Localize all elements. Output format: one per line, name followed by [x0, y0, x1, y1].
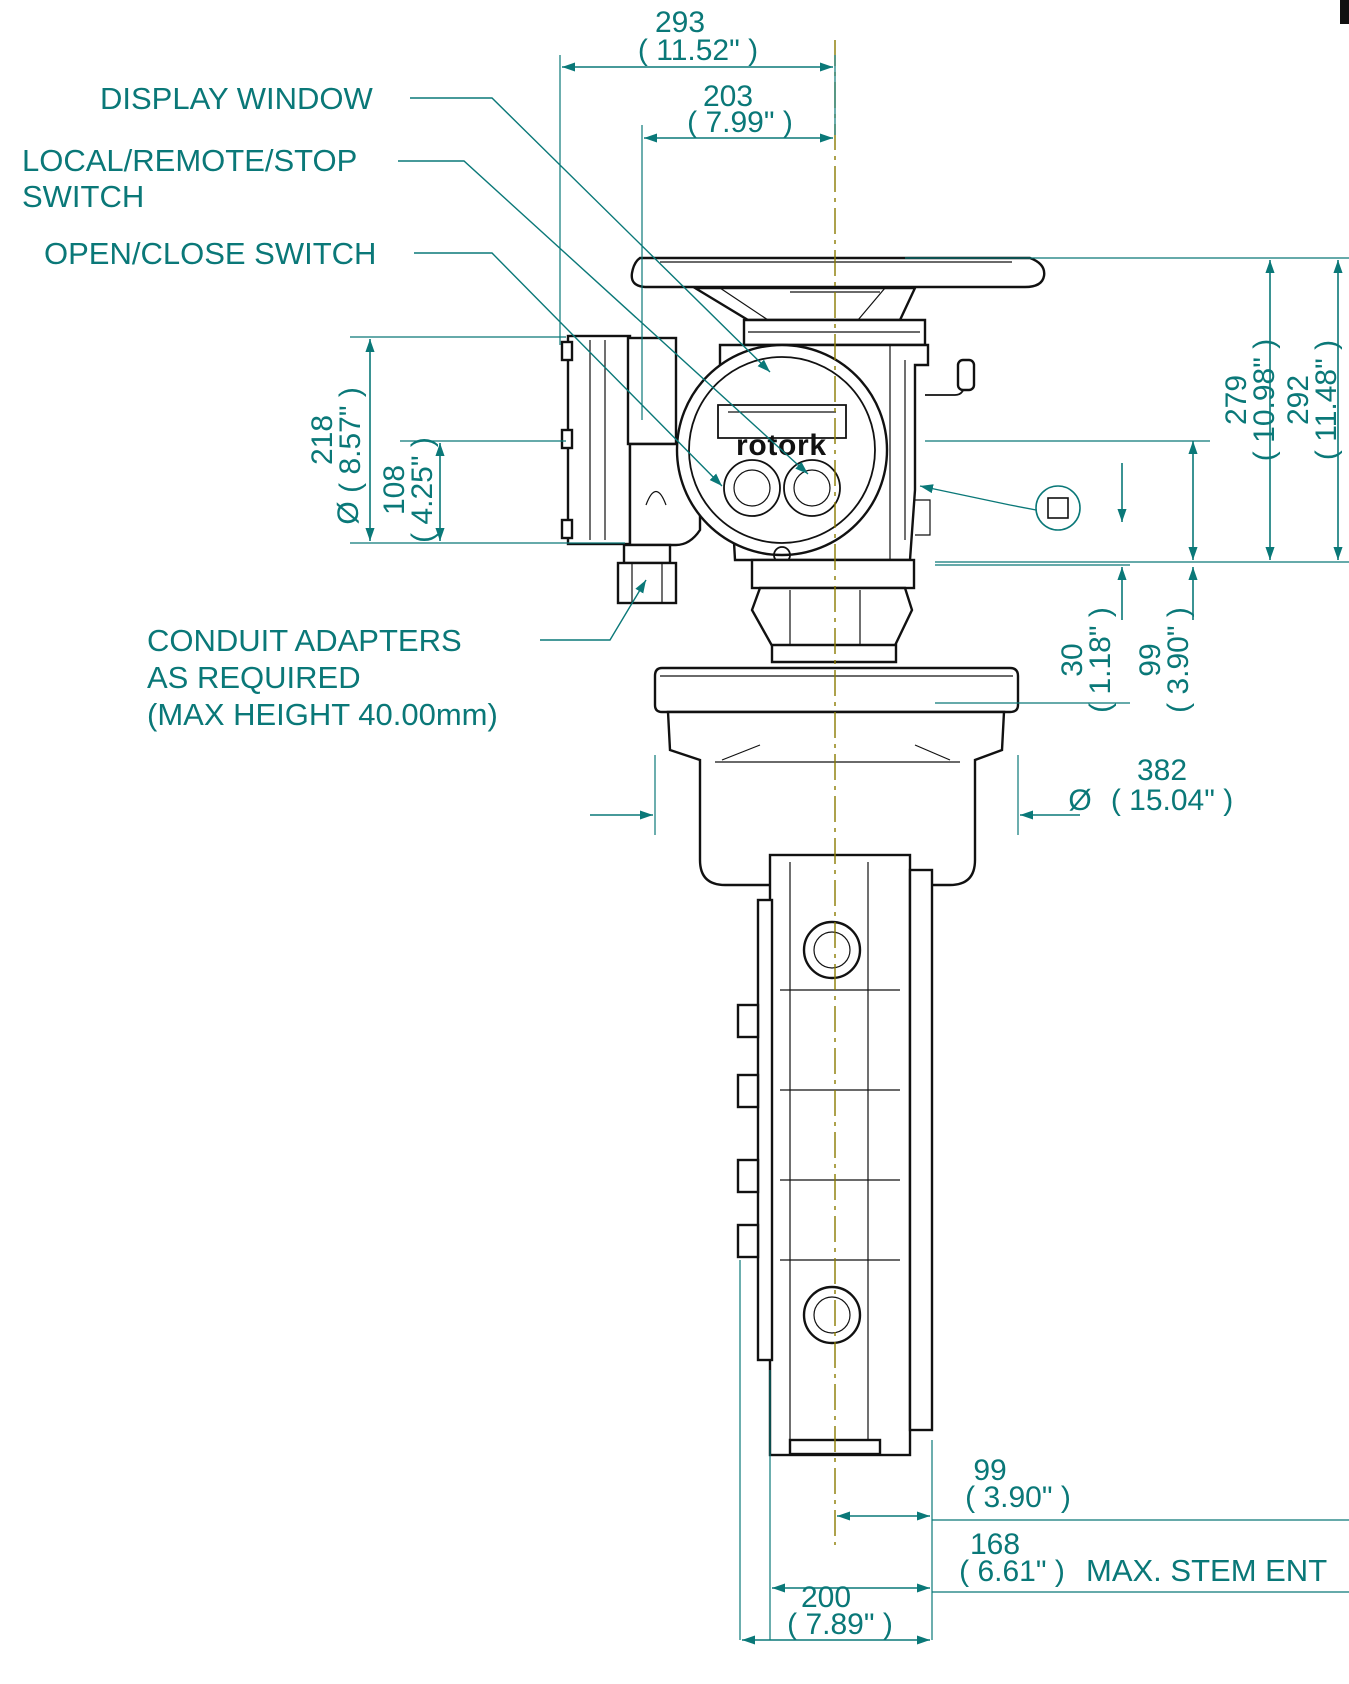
dim-218-mm: 218 [306, 415, 339, 465]
dim-108-mm: 108 [378, 465, 411, 515]
dim-30-mm: 30 [1056, 643, 1089, 676]
diameter-icon: Ø [332, 501, 365, 524]
dim-99v-in: ( 3.90" ) [1162, 607, 1195, 713]
dim-200-in: ( 7.89" ) [787, 1608, 893, 1641]
conduit-adapter [616, 543, 678, 605]
label-conduit-as-required: AS REQUIRED [147, 660, 361, 695]
label-conduit-max-height: (MAX HEIGHT 40.00mm) [147, 697, 498, 732]
actuator-body: rotork [560, 256, 1046, 1457]
label-local-remote-stop-2: SWITCH [22, 179, 144, 214]
dim-293-mm: 293 [655, 6, 705, 39]
dim-168-in: ( 6.61" ) [959, 1555, 1065, 1588]
dim-30-in: ( 1.18" ) [1084, 607, 1117, 713]
dim-382-mm: 382 [1137, 754, 1187, 787]
label-local-remote-stop: LOCAL/REMOTE/STOP [22, 143, 357, 178]
dim-99h-mm: 99 [973, 1454, 1006, 1487]
worm-gearbox [736, 853, 934, 1457]
dim-99h-in: ( 3.90" ) [965, 1481, 1071, 1514]
dim-108-in: ( 4.25" ) [406, 437, 439, 543]
dim-382-in: ( 15.04" ) [1111, 784, 1233, 817]
callout-labels: DISPLAY WINDOW LOCAL/REMOTE/STOP SWITCH … [22, 81, 809, 732]
diameter-icon-382: Ø [1068, 784, 1091, 817]
dim-293-in: ( 11.52" ) [638, 34, 758, 67]
max-stem-label: MAX. STEM ENT [1086, 1553, 1327, 1588]
corner-mark [1340, 0, 1349, 24]
dim-218-in: ( 8.57" ) [334, 387, 367, 493]
dim-203-mm: 203 [703, 80, 753, 113]
dim-203-in: ( 7.99" ) [687, 106, 793, 139]
brand-logo: rotork [736, 429, 826, 462]
dim-99v-mm: 99 [1134, 643, 1167, 676]
dim-279-in: ( 10.98" ) [1248, 339, 1281, 461]
handwheel [630, 256, 1046, 322]
dim-200-mm: 200 [801, 1581, 851, 1614]
dim-168-mm: 168 [970, 1528, 1020, 1561]
dim-292-in: ( 11.48" ) [1310, 340, 1343, 460]
square-gdt-icon [1035, 485, 1081, 531]
dimension-annotations: 293 ( 11.52" ) 203 ( 7.99" ) 218 ( 8.57"… [306, 6, 1349, 1645]
label-open-close-switch: OPEN/CLOSE SWITCH [44, 236, 376, 271]
dim-292-mm: 292 [1282, 375, 1315, 425]
label-display-window: DISPLAY WINDOW [100, 81, 373, 116]
dim-279-mm: 279 [1220, 375, 1253, 425]
label-conduit-adapters: CONDUIT ADAPTERS [147, 623, 462, 658]
